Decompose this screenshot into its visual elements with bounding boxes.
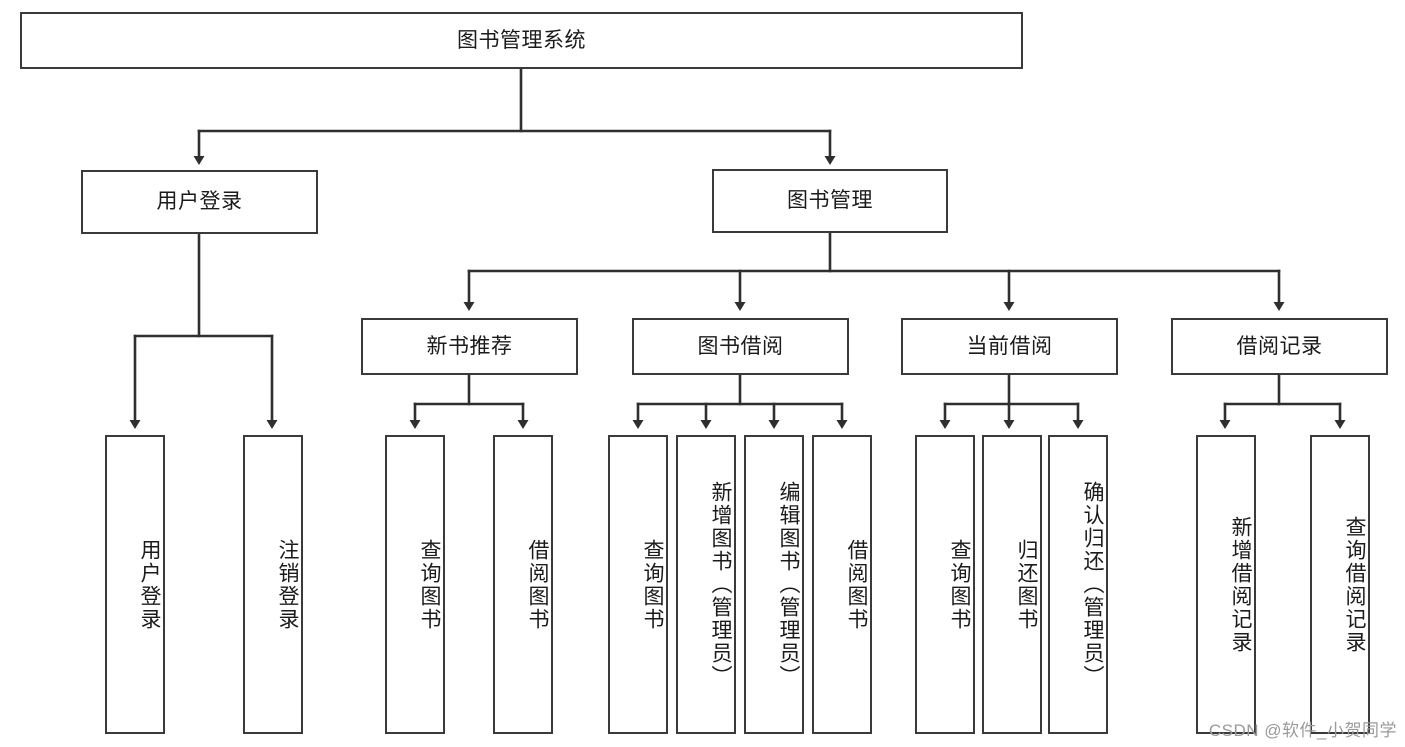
node-leaf-borrow-book-2-label: 借阅图书 <box>845 538 868 631</box>
node-leaf-query-book-2-label: 查询图书 <box>641 538 664 631</box>
node-leaf-query-book-3-label: 查询图书 <box>948 538 971 631</box>
node-leaf-query-book-1-label: 查询图书 <box>418 538 441 631</box>
node-new-book-recommend-label: 新书推荐 <box>426 334 513 358</box>
node-leaf-query-record-label: 查询借阅记录 <box>1343 515 1366 654</box>
node-leaf-edit-book-label: 编辑图书（管理员） <box>777 481 800 688</box>
node-borrow-record-label: 借阅记录 <box>1236 334 1323 358</box>
node-leaf-user-login[interactable]: 用户登录 <box>105 435 165 734</box>
node-leaf-add-record[interactable]: 新增借阅记录 <box>1196 435 1256 734</box>
node-current-borrow[interactable]: 当前借阅 <box>901 318 1118 375</box>
node-leaf-add-record-label: 新增借阅记录 <box>1229 515 1252 654</box>
node-borrow-record[interactable]: 借阅记录 <box>1171 318 1388 375</box>
node-leaf-borrow-book-1-label: 借阅图书 <box>526 538 549 631</box>
node-book-borrow[interactable]: 图书借阅 <box>632 318 849 375</box>
node-leaf-query-record[interactable]: 查询借阅记录 <box>1310 435 1370 734</box>
node-user-login-label: 用户登录 <box>156 190 243 214</box>
watermark: CSDN @软件_小贺同学 <box>1208 721 1397 740</box>
node-leaf-query-book-3[interactable]: 查询图书 <box>915 435 975 734</box>
node-leaf-user-login-label: 用户登录 <box>138 538 161 631</box>
node-leaf-return-book-label: 归还图书 <box>1015 538 1038 631</box>
node-leaf-borrow-book-1[interactable]: 借阅图书 <box>493 435 553 734</box>
node-leaf-query-book-1[interactable]: 查询图书 <box>385 435 445 734</box>
node-leaf-add-book[interactable]: 新增图书（管理员） <box>676 435 736 734</box>
node-root-label: 图书管理系统 <box>457 28 586 52</box>
node-book-borrow-label: 图书借阅 <box>697 334 784 358</box>
node-leaf-add-book-label: 新增图书（管理员） <box>709 481 732 688</box>
node-leaf-edit-book[interactable]: 编辑图书（管理员） <box>744 435 804 734</box>
node-book-management[interactable]: 图书管理 <box>712 169 948 233</box>
node-root[interactable]: 图书管理系统 <box>20 12 1023 69</box>
node-current-borrow-label: 当前借阅 <box>966 334 1053 358</box>
node-leaf-query-book-2[interactable]: 查询图书 <box>608 435 668 734</box>
node-leaf-confirm-return-label: 确认归还（管理员） <box>1081 481 1104 688</box>
node-leaf-confirm-return[interactable]: 确认归还（管理员） <box>1048 435 1108 734</box>
node-new-book-recommend[interactable]: 新书推荐 <box>361 318 578 375</box>
node-book-management-label: 图书管理 <box>787 189 873 213</box>
node-leaf-return-book[interactable]: 归还图书 <box>982 435 1042 734</box>
node-leaf-logout[interactable]: 注销登录 <box>243 435 303 734</box>
node-leaf-logout-label: 注销登录 <box>276 538 299 631</box>
node-user-login[interactable]: 用户登录 <box>81 170 318 234</box>
node-leaf-borrow-book-2[interactable]: 借阅图书 <box>812 435 872 734</box>
